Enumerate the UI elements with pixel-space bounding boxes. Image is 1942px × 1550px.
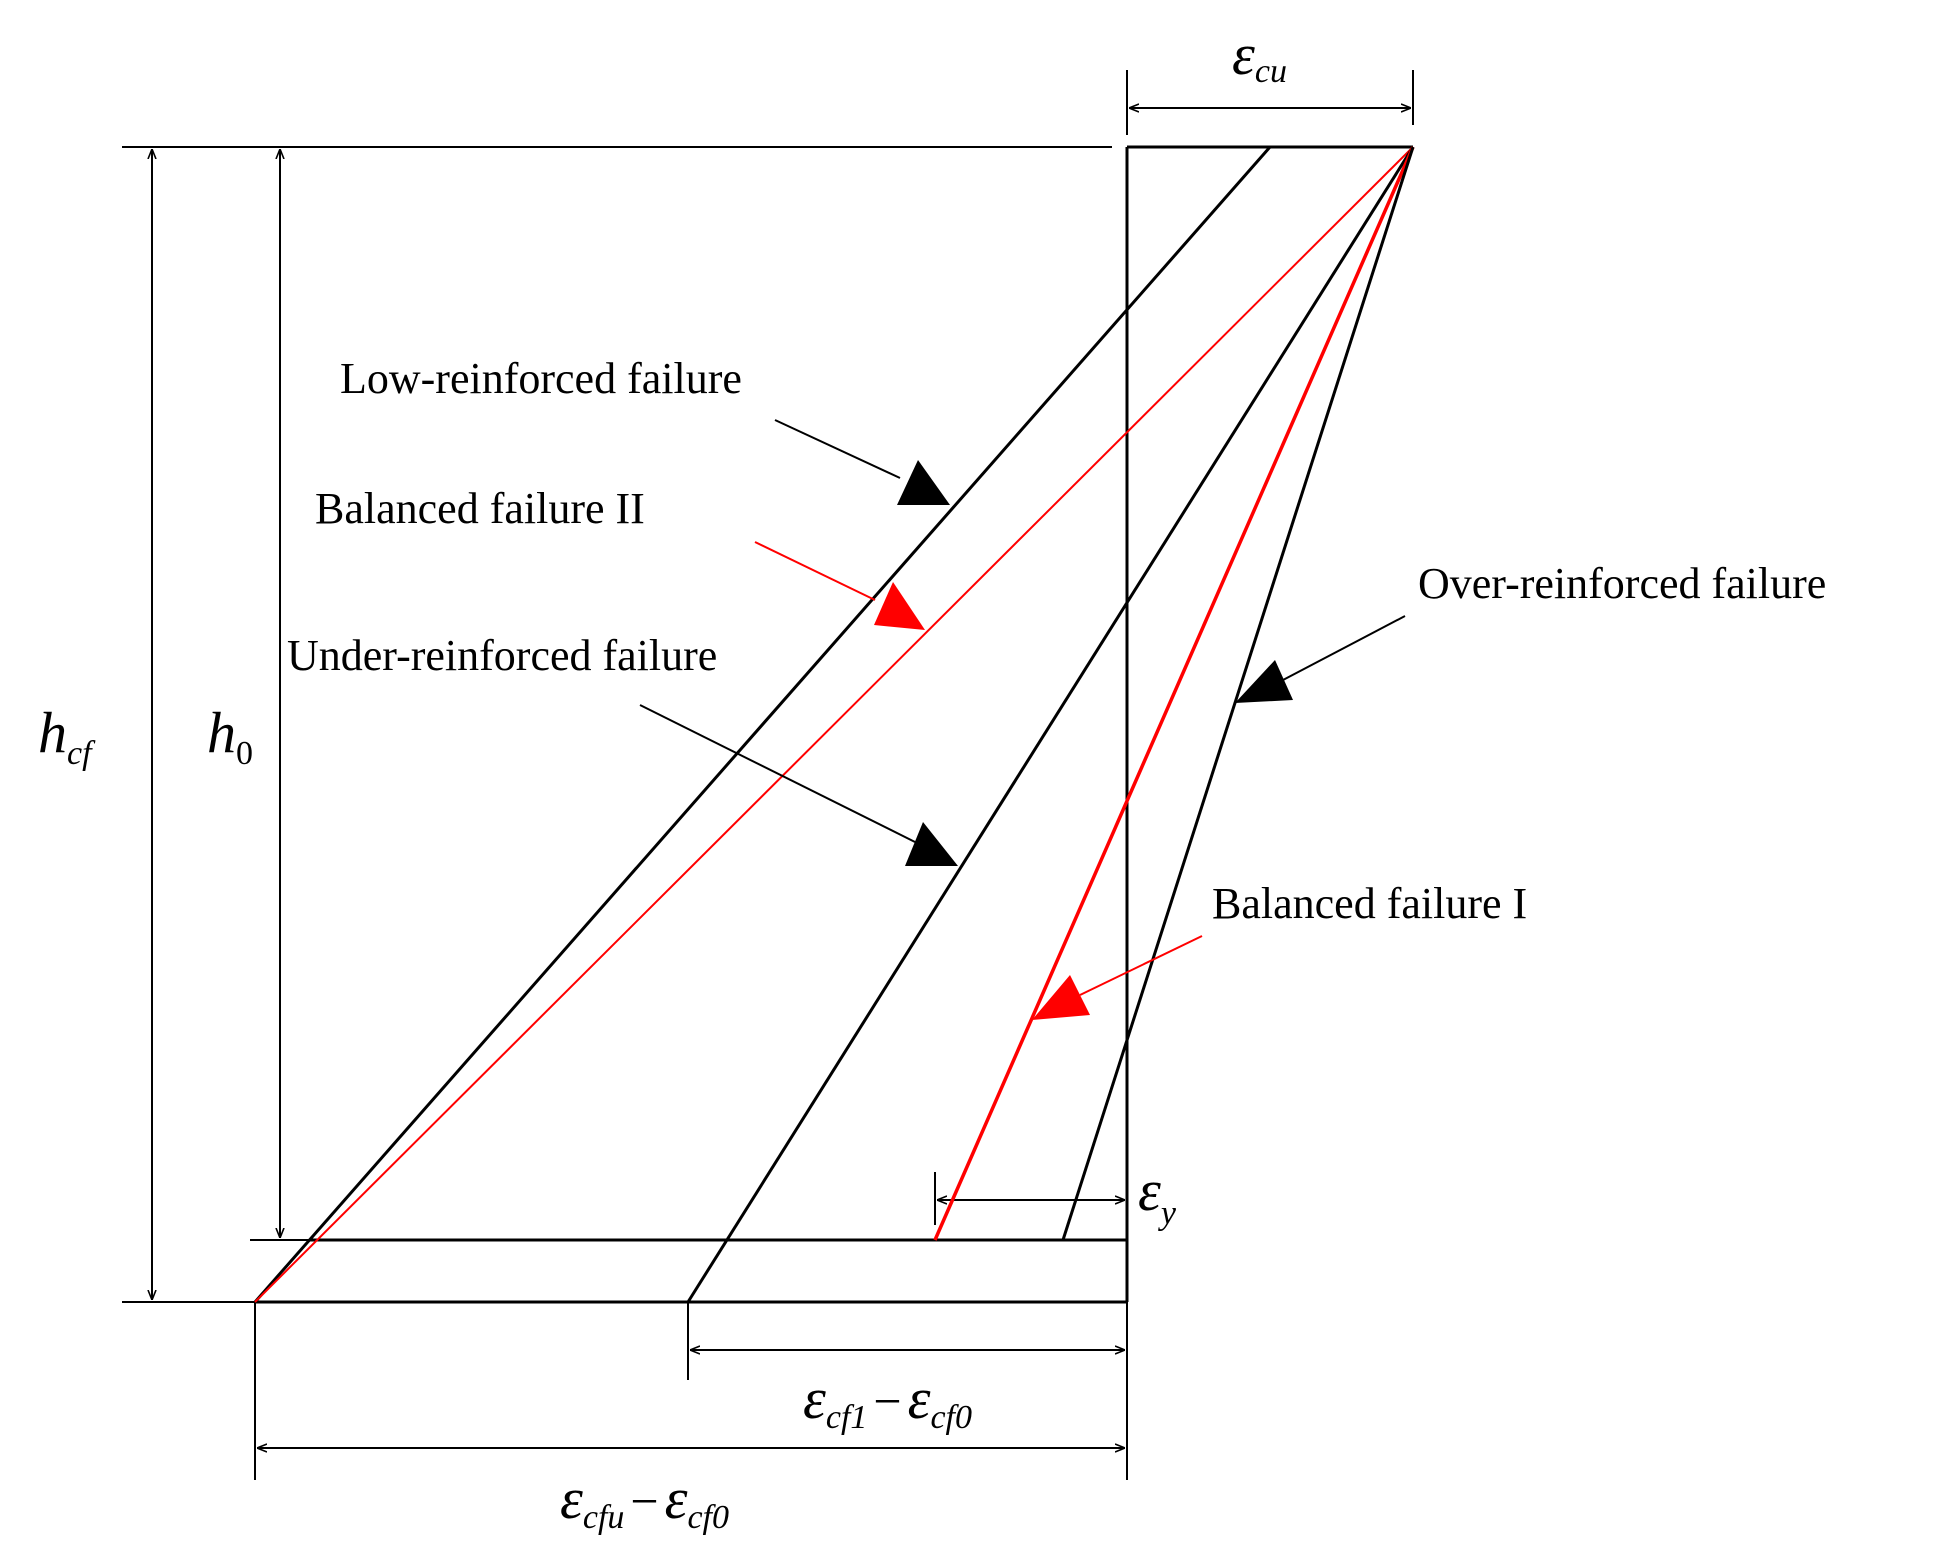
dimension-lines	[152, 108, 1411, 1448]
section-outline	[255, 145, 1413, 1304]
balanced-ii-strain-line	[254, 146, 1414, 1303]
extension-lines	[122, 70, 1414, 1480]
over-reinforced-arrowhead	[1235, 660, 1293, 703]
under-reinforced-arrowhead	[905, 822, 958, 866]
balanced-ii-label: Balanced failure II	[315, 484, 645, 533]
balanced-i-label: Balanced failure I	[1212, 879, 1527, 928]
balanced-ii-leader	[754, 541, 925, 630]
symbol-labels: εcu hcf h0 εy εcf1−εcf0 εcfu−εcf0	[38, 22, 1287, 1536]
low-reinforced-strain-line	[253, 146, 1272, 1303]
ey-symbol: εy	[1138, 1158, 1177, 1232]
h0-symbol: h0	[207, 700, 253, 772]
ecf1-minus-ecf0-symbol: εcf1−εcf0	[803, 1366, 972, 1436]
leader-arrows	[639, 419, 1406, 1020]
strain-lines	[253, 146, 1415, 1303]
failure-labels: Low-reinforced failure Balanced failure …	[287, 354, 1826, 928]
balanced-i-strain-line	[933, 146, 1415, 1241]
balanced-ii-arrowhead	[874, 582, 925, 630]
hcf-symbol: hcf	[38, 700, 96, 772]
balanced-i-leader	[1032, 935, 1203, 1020]
under-reinforced-leader	[639, 704, 958, 866]
ecu-symbol: εcu	[1232, 22, 1287, 90]
under-reinforced-strain-line	[686, 146, 1415, 1303]
over-reinforced-label: Over-reinforced failure	[1418, 559, 1826, 608]
balanced-i-arrowhead	[1032, 975, 1090, 1020]
low-reinforced-label: Low-reinforced failure	[340, 354, 742, 403]
over-reinforced-leader	[1235, 615, 1406, 703]
over-reinforced-strain-line	[1061, 146, 1415, 1241]
ecfu-minus-ecf0-symbol: εcfu−εcf0	[560, 1466, 729, 1536]
low-reinforced-arrowhead	[897, 460, 950, 505]
under-reinforced-label: Under-reinforced failure	[287, 631, 717, 680]
low-reinforced-leader	[774, 419, 950, 505]
